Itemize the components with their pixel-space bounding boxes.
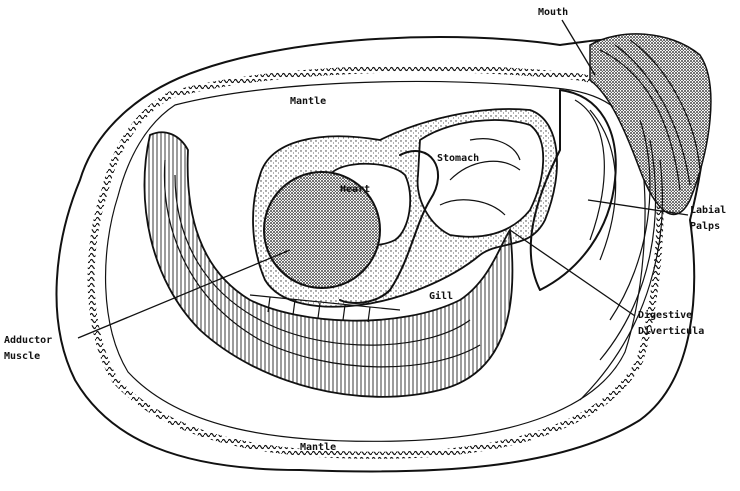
label-heart: Heart xyxy=(340,184,370,195)
label-adductor-line1: Adductor xyxy=(4,335,52,346)
label-mantle-bottom: Mantle xyxy=(300,442,336,453)
label-labial-palps-line1: Labial xyxy=(690,204,726,216)
label-gill: Gill xyxy=(429,290,453,302)
label-mouth: Mouth xyxy=(538,7,568,18)
label-mantle-top: Mantle xyxy=(290,96,326,107)
label-digestive-line1: Digestive xyxy=(638,309,692,321)
label-digestive-line2: Diverticula xyxy=(638,325,704,337)
label-adductor-line2: Muscle xyxy=(4,351,40,362)
label-stomach: Stomach xyxy=(437,153,479,164)
label-labial-palps-line2: Palps xyxy=(690,221,720,232)
leader-digestive xyxy=(510,230,635,316)
